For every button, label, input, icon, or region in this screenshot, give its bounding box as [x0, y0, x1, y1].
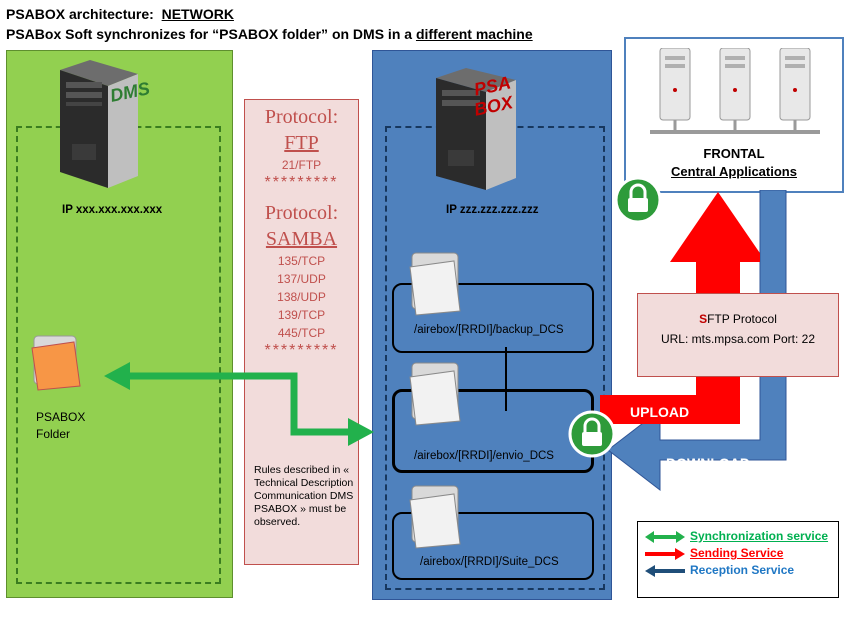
folder-icon-envio: [409, 362, 461, 426]
legend-send-label: Sending Service: [690, 546, 784, 560]
frontal-servers-icon: [650, 48, 820, 134]
diagram-subtitle: PSABox Soft synchronizes for “PSABOX fol…: [6, 26, 533, 42]
folder-path-envio: /airebox/[RRDI]/envio_DCS: [414, 450, 554, 462]
upload-label: UPLOAD: [630, 404, 690, 420]
frontal-subtitle: Central Applications: [671, 164, 797, 179]
legend-receive-arrow-icon: [645, 565, 685, 577]
psabox-folder-icon: [31, 335, 81, 391]
ftp-name: FTP: [284, 132, 319, 154]
dms-ip-label: IP xxx.xxx.xxx.xxx: [62, 204, 163, 216]
psabox-folder-label-1: PSABOX: [36, 410, 86, 424]
protocol-panel: [244, 99, 359, 565]
samba-port-1: 135/TCP: [277, 254, 326, 268]
diagram-title: PSABOX architecture: NETWORK: [6, 6, 234, 22]
folder-connector-line: [505, 347, 507, 411]
samba-port-4: 139/TCP: [277, 308, 326, 322]
subtitle-keyword: different machine: [415, 26, 533, 42]
frontal-title: FRONTAL: [703, 146, 765, 161]
samba-name: SAMBA: [265, 228, 338, 250]
ftp-heading: Protocol:: [264, 106, 339, 128]
legend-send-arrow-icon: [645, 548, 685, 560]
sftp-protocol-box: [637, 293, 839, 377]
samba-port-3: 138/UDP: [277, 290, 326, 304]
lock-icon-psabox: [568, 410, 616, 458]
ftp-stars: *********: [264, 174, 339, 191]
sftp-protocol-label: SFTP Protocol: [699, 312, 777, 326]
folder-icon-suite: [409, 485, 461, 549]
folder-box-suite: [392, 512, 594, 580]
ftp-port: 21/FTP: [281, 158, 322, 172]
folder-box-backup: [392, 283, 594, 353]
sftp-url-label: URL: mts.mpsa.com Port: 22: [660, 332, 816, 346]
samba-stars: *********: [264, 342, 339, 359]
dms-server-icon: [60, 60, 138, 188]
legend-sync-label: Synchronization service: [690, 529, 829, 543]
lock-icon-frontal: [614, 176, 662, 224]
psabox-ip-label: IP zzz.zzz.zzz.zzz: [446, 204, 539, 216]
samba-port-5: 445/TCP: [277, 326, 326, 340]
download-label: DOWNLOAD: [666, 455, 750, 471]
psabox-server-icon: [436, 68, 516, 190]
sync-arrow: [104, 362, 374, 446]
samba-heading: Protocol:: [264, 202, 339, 224]
folder-icon-backup: [409, 252, 461, 316]
folder-path-suite: /airebox/[RRDI]/Suite_DCS: [420, 556, 559, 568]
samba-port-2: 137/UDP: [277, 272, 326, 286]
legend-receive-label: Reception Service: [690, 563, 795, 577]
title-keyword: NETWORK: [161, 6, 234, 22]
legend-sync-arrow-icon: [645, 531, 685, 543]
folder-path-backup: /airebox/[RRDI]/backup_DCS: [414, 324, 564, 336]
legend: [637, 521, 839, 598]
psabox-folder-label-2: Folder: [36, 427, 71, 441]
rules-note: Rules described in « Technical Descripti…: [254, 464, 354, 528]
